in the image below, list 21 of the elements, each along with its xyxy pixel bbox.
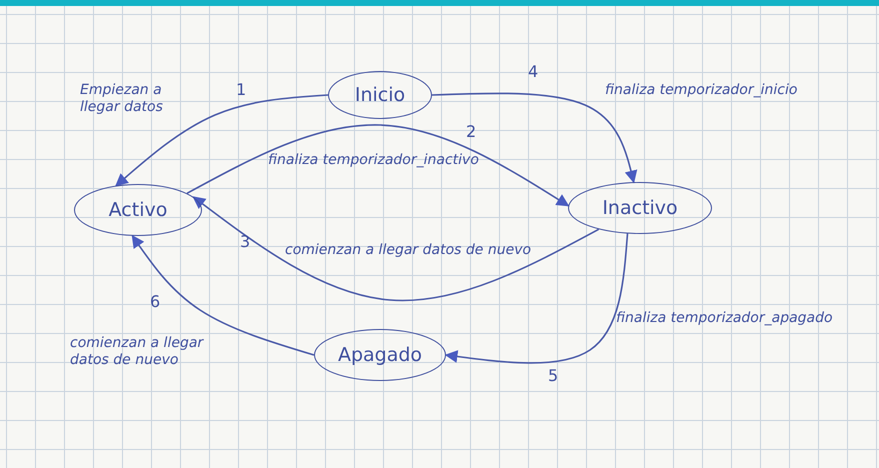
transition-number: 3 bbox=[240, 232, 250, 251]
transition-number: 5 bbox=[548, 366, 558, 385]
state-ellipse: Inicio bbox=[328, 71, 432, 119]
edge-label: comienzan a llegar datos de nuevo bbox=[285, 242, 532, 259]
transition-number: 1 bbox=[236, 80, 246, 99]
edge-label: Empiezan a llegar datos bbox=[80, 82, 164, 116]
state-ellipse: Inactivo bbox=[568, 182, 712, 234]
arrow bbox=[132, 234, 314, 356]
transition-number: 2 bbox=[466, 122, 476, 141]
arrow bbox=[192, 196, 600, 302]
edge-label: finaliza temporizador_apagado bbox=[616, 310, 834, 327]
edge-label: finaliza temporizador_inactivo bbox=[268, 152, 480, 169]
transition-number: 4 bbox=[528, 62, 538, 81]
state-ellipse: Activo bbox=[74, 184, 202, 236]
edge-label: comienzan a llegar datos de nuevo bbox=[70, 335, 205, 369]
arrow bbox=[186, 124, 570, 206]
edge-label: finaliza temporizador_inicio bbox=[605, 82, 798, 99]
arrow bbox=[444, 234, 628, 364]
transition-number: 6 bbox=[150, 292, 160, 311]
state-ellipse: Apagado bbox=[314, 329, 446, 381]
arrow bbox=[115, 94, 328, 186]
